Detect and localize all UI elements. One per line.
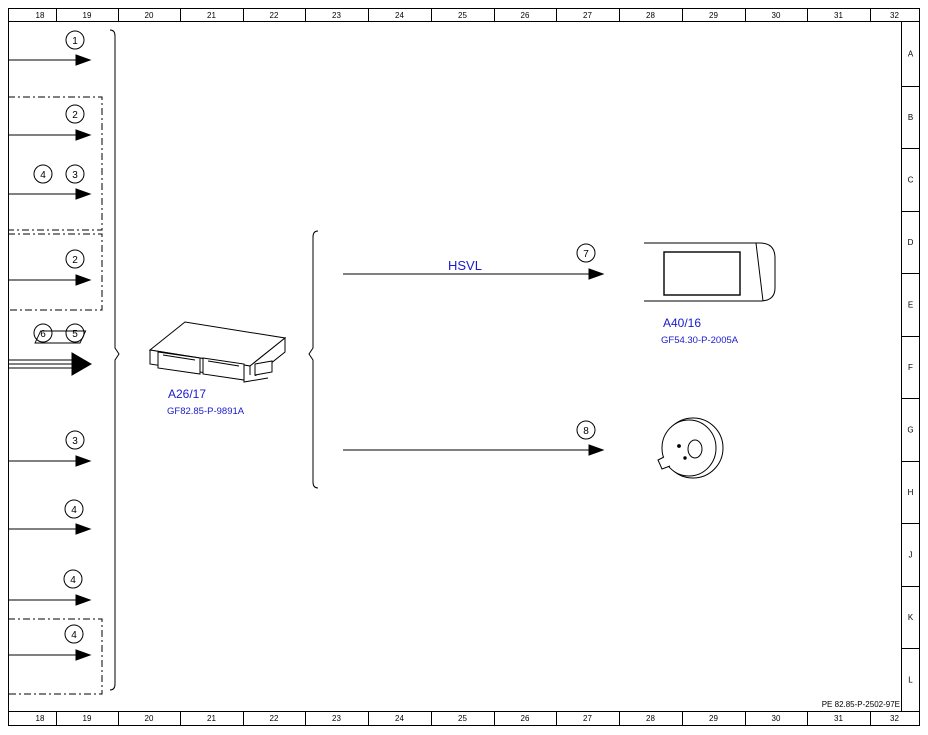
callout-number: 7 bbox=[583, 249, 589, 260]
circle-callout-4: 4 bbox=[33, 164, 53, 184]
column-label: 19 bbox=[83, 11, 92, 20]
column-label: 22 bbox=[270, 714, 279, 723]
column-label: 32 bbox=[890, 11, 899, 20]
dashed-group-box-1 bbox=[8, 96, 103, 231]
display-id: A40/16 bbox=[663, 316, 701, 330]
column-label: 23 bbox=[332, 714, 341, 723]
column-label: 28 bbox=[646, 714, 655, 723]
circle-callout-6: 6 bbox=[33, 323, 53, 343]
column-label: 19 bbox=[83, 714, 92, 723]
column-label: 23 bbox=[332, 11, 341, 20]
callout-number: 1 bbox=[72, 36, 78, 47]
row-label: F bbox=[908, 363, 913, 372]
column-label: 26 bbox=[521, 11, 530, 20]
row-label: K bbox=[908, 613, 914, 622]
circle-callout-8: 8 bbox=[576, 420, 596, 440]
speaker-icon bbox=[657, 417, 724, 479]
display-icon bbox=[644, 242, 776, 302]
callout-number: 3 bbox=[72, 436, 78, 447]
display-ref-link[interactable]: GF54.30-P-2005A bbox=[661, 335, 739, 346]
callout-number: 4 bbox=[40, 170, 46, 181]
input-group bbox=[8, 29, 120, 695]
row-label: J bbox=[909, 551, 913, 560]
document-reference: PE 82.85-P-2502-97E bbox=[822, 700, 900, 709]
bottom-column-ruler: 18 19 20 21 22 23 24 25 26 27 28 29 30 31 32 bbox=[36, 711, 899, 726]
column-label: 18 bbox=[36, 11, 45, 20]
row-label: D bbox=[908, 238, 914, 247]
circle-callout-2: 2 bbox=[65, 249, 85, 269]
row-label: B bbox=[908, 113, 913, 122]
callout-number: 4 bbox=[71, 505, 77, 516]
column-label: 30 bbox=[772, 11, 781, 20]
column-label: 32 bbox=[890, 714, 899, 723]
left-brace bbox=[109, 29, 120, 691]
callout-number: 6 bbox=[40, 329, 46, 340]
row-label: H bbox=[908, 488, 914, 497]
callout-number: 4 bbox=[71, 630, 77, 641]
column-label: 29 bbox=[709, 11, 718, 20]
circle-callout-5: 5 bbox=[65, 323, 85, 343]
callout-number: 8 bbox=[583, 426, 589, 437]
circle-callout-4: 4 bbox=[64, 624, 84, 644]
row-label: C bbox=[908, 176, 914, 185]
circle-callout-2: 2 bbox=[65, 104, 85, 124]
control-unit-ref-link[interactable]: GF82.85-P-9891A bbox=[167, 406, 245, 417]
column-label: 25 bbox=[458, 714, 467, 723]
row-label: E bbox=[908, 301, 913, 310]
column-label: 31 bbox=[834, 11, 843, 20]
input-arrows bbox=[8, 54, 92, 661]
callout-number: 5 bbox=[72, 329, 78, 340]
column-label: 20 bbox=[145, 11, 154, 20]
circle-callout-1: 1 bbox=[65, 30, 85, 50]
control-unit-icon bbox=[34, 321, 287, 383]
callout-number: 2 bbox=[72, 110, 78, 121]
column-label: 24 bbox=[395, 11, 404, 20]
circle-callout-4: 4 bbox=[64, 499, 84, 519]
column-label: 21 bbox=[207, 714, 216, 723]
sheet-border bbox=[8, 8, 920, 726]
circle-callout-3: 3 bbox=[65, 164, 85, 184]
column-label: 26 bbox=[521, 714, 530, 723]
control-unit-id: A26/17 bbox=[168, 387, 206, 401]
column-label: 25 bbox=[458, 11, 467, 20]
row-ruler: A B C D E F G H J K L bbox=[901, 50, 920, 685]
circle-callout-7: 7 bbox=[576, 243, 596, 263]
dashed-group-box-3 bbox=[8, 618, 103, 695]
output-arrows bbox=[343, 268, 605, 456]
callout-number: 4 bbox=[70, 575, 76, 586]
circle-callout-3: 3 bbox=[65, 430, 85, 450]
callout-number: 2 bbox=[72, 255, 78, 266]
column-label: 29 bbox=[709, 714, 718, 723]
row-label: L bbox=[908, 676, 913, 685]
column-label: 30 bbox=[772, 714, 781, 723]
column-label: 22 bbox=[270, 11, 279, 20]
circle-callout-4: 4 bbox=[63, 569, 83, 589]
column-label: 28 bbox=[646, 11, 655, 20]
column-label: 31 bbox=[834, 714, 843, 723]
column-label: 24 bbox=[395, 714, 404, 723]
row-label: A bbox=[908, 50, 914, 59]
signal-label-hsvl: HSVL bbox=[448, 258, 482, 273]
dashed-group-box-2 bbox=[8, 233, 103, 311]
column-label: 21 bbox=[207, 11, 216, 20]
column-label: 27 bbox=[583, 714, 592, 723]
column-label: 18 bbox=[36, 714, 45, 723]
callout-number: 3 bbox=[72, 170, 78, 181]
right-brace bbox=[308, 230, 319, 489]
top-column-ruler: 18 19 20 21 22 23 24 25 26 27 28 29 30 31 32 bbox=[36, 8, 899, 22]
column-label: 20 bbox=[145, 714, 154, 723]
row-label: G bbox=[907, 426, 913, 435]
column-label: 27 bbox=[583, 11, 592, 20]
